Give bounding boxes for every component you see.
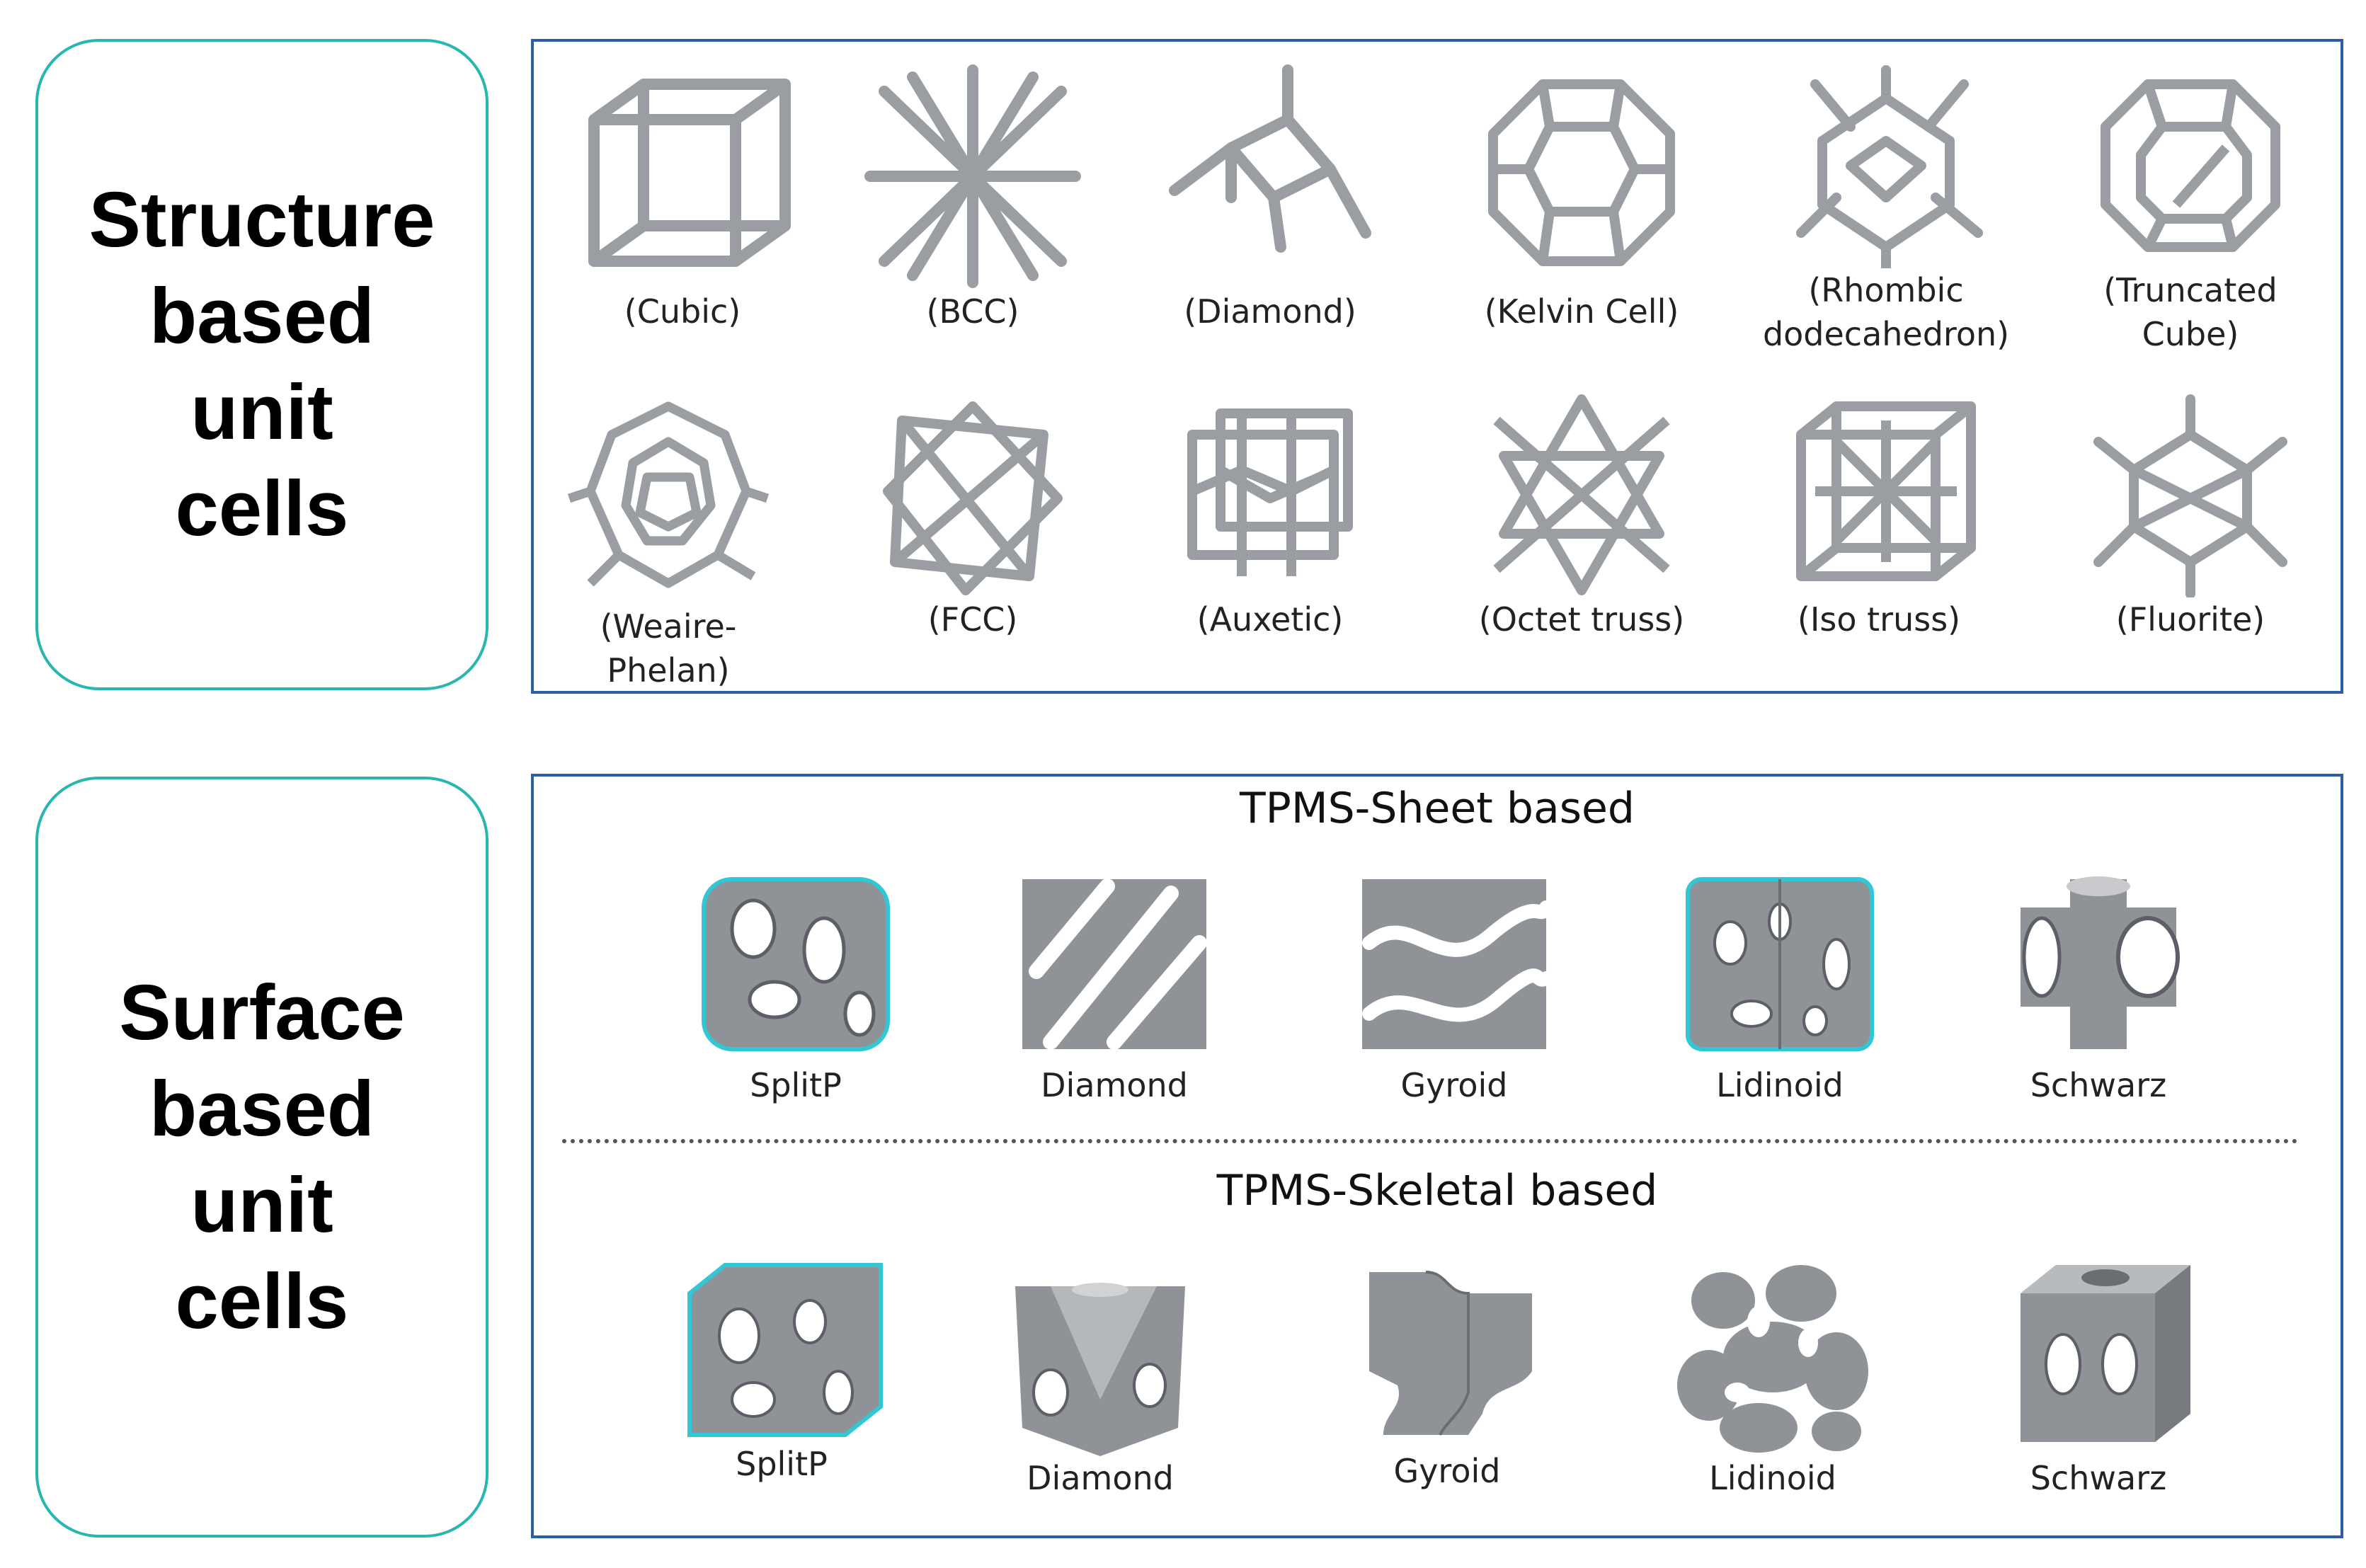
cell-kelvin: (Kelvin Cell) bbox=[1447, 63, 1716, 333]
auxetic-lattice-icon bbox=[1187, 408, 1353, 576]
tpms-sheet-schwarz-icon bbox=[2021, 876, 2180, 1049]
caption-skeletal-schwarz: Schwarz bbox=[2030, 1459, 2167, 1497]
fcc-lattice-icon bbox=[883, 401, 1063, 595]
caption-fluorite: (Fluorite) bbox=[2115, 600, 2265, 639]
surface-label: Surface based unit cells bbox=[119, 968, 405, 1345]
octet-truss-icon bbox=[1493, 394, 1670, 595]
cell-truncated-cube: (Truncated Cube) bbox=[2063, 63, 2318, 356]
surface-panel: TPMS-Sheet based SplitP Diamond bbox=[531, 774, 2343, 1538]
bcc-lattice-icon bbox=[864, 64, 1081, 288]
caption-weaire-2: Phelan) bbox=[607, 651, 730, 689]
caption-truncated-1: (Truncated bbox=[2103, 271, 2278, 309]
truncated-cube-icon bbox=[2101, 79, 2280, 252]
tpms-skeletal-diamond-icon bbox=[1015, 1283, 1185, 1456]
sheet-diamond: Diamond bbox=[994, 865, 1235, 1107]
kelvin-cell-icon bbox=[1488, 79, 1675, 266]
caption-weaire-1: (Weaire- bbox=[600, 607, 737, 646]
caption-sheet-diamond: Diamond bbox=[1041, 1066, 1188, 1104]
caption-sheet-lidinoid: Lidinoid bbox=[1716, 1066, 1844, 1104]
tpms-sheet-lidinoid-icon bbox=[1686, 877, 1874, 1051]
caption-fcc: (FCC) bbox=[927, 600, 1018, 639]
tpms-sheet-gyroid-icon bbox=[1362, 879, 1553, 1049]
structure-label-box: Structure based unit cells bbox=[35, 39, 488, 690]
caption-truncated-2: Cube) bbox=[2142, 315, 2239, 353]
sheet-splitp: SplitP bbox=[675, 865, 916, 1107]
caption-sheet-splitp: SplitP bbox=[750, 1066, 842, 1104]
caption-auxetic: (Auxetic) bbox=[1196, 600, 1344, 639]
tpms-skeletal-gyroid-icon bbox=[1369, 1271, 1532, 1436]
sheet-section-title: TPMS-Sheet based bbox=[1240, 784, 1635, 833]
cell-cubic: (Cubic) bbox=[555, 63, 810, 333]
cell-iso-truss: (Iso truss) bbox=[1751, 392, 2006, 641]
fluorite-lattice-icon bbox=[2093, 394, 2287, 597]
caption-sheet-schwarz: Schwarz bbox=[2030, 1066, 2167, 1104]
tpms-sheet-diamond-icon bbox=[1022, 879, 1207, 1050]
iso-truss-icon bbox=[1796, 401, 1976, 581]
cell-diamond: (Diamond) bbox=[1143, 63, 1398, 333]
caption-skeletal-lidinoid: Lidinoid bbox=[1709, 1459, 1836, 1497]
skeletal-section-title: TPMS-Skeletal based bbox=[1216, 1166, 1658, 1215]
caption-iso-truss: (Iso truss) bbox=[1797, 600, 1961, 639]
tpms-skeletal-splitp-icon bbox=[687, 1263, 883, 1437]
sheet-schwarz: Schwarz bbox=[1978, 865, 2219, 1107]
caption-diamond: (Diamond) bbox=[1184, 292, 1356, 331]
caption-kelvin: (Kelvin Cell) bbox=[1484, 292, 1679, 331]
cell-weaire-phelan: (Weaire- Phelan) bbox=[541, 392, 796, 692]
caption-skeletal-gyroid: Gyroid bbox=[1393, 1452, 1501, 1490]
diamond-lattice-icon bbox=[1169, 64, 1371, 253]
skeletal-diamond: Diamond bbox=[980, 1251, 1221, 1500]
structure-label: Structure based unit cells bbox=[88, 176, 435, 552]
cubic-lattice-icon bbox=[588, 79, 791, 267]
caption-rhombic-1: (Rhombic bbox=[1808, 271, 1964, 309]
caption-skeletal-splitp: SplitP bbox=[736, 1445, 828, 1483]
skeletal-schwarz: Schwarz bbox=[1978, 1251, 2219, 1500]
cell-auxetic: (Auxetic) bbox=[1143, 392, 1398, 641]
skeletal-gyroid: Gyroid bbox=[1327, 1251, 1567, 1493]
caption-rhombic-2: dodecahedron) bbox=[1762, 315, 2010, 353]
sheet-lidinoid: Lidinoid bbox=[1659, 865, 1900, 1107]
sheet-gyroid: Gyroid bbox=[1334, 865, 1575, 1107]
cell-rhombic: (Rhombic dodecahedron) bbox=[1744, 63, 2028, 356]
caption-bcc: (BCC) bbox=[926, 292, 1019, 331]
skeletal-splitp: SplitP bbox=[661, 1251, 902, 1486]
caption-skeletal-diamond: Diamond bbox=[1027, 1459, 1174, 1497]
cell-octet: (Octet truss) bbox=[1447, 392, 1716, 641]
cell-bcc: (BCC) bbox=[845, 63, 1100, 333]
skeletal-lidinoid: Lidinoid bbox=[1652, 1251, 1893, 1500]
caption-sheet-gyroid: Gyroid bbox=[1400, 1066, 1508, 1104]
rhombic-dodecahedron-icon bbox=[1796, 65, 1983, 268]
cell-fluorite: (Fluorite) bbox=[2063, 392, 2318, 641]
weaire-phelan-icon bbox=[567, 401, 770, 588]
structure-panel: (Cubic) (BCC) (Diamond) bbox=[531, 39, 2343, 694]
caption-octet: (Octet truss) bbox=[1478, 600, 1685, 639]
tpms-skeletal-schwarz-icon bbox=[2021, 1265, 2190, 1442]
caption-cubic: (Cubic) bbox=[624, 292, 741, 331]
tpms-skeletal-lidinoid-icon bbox=[1677, 1265, 1868, 1453]
surface-label-box: Surface based unit cells bbox=[35, 777, 488, 1538]
section-divider bbox=[562, 1139, 2298, 1143]
tpms-sheet-splitp-icon bbox=[702, 877, 890, 1051]
cell-fcc: (FCC) bbox=[845, 392, 1100, 641]
